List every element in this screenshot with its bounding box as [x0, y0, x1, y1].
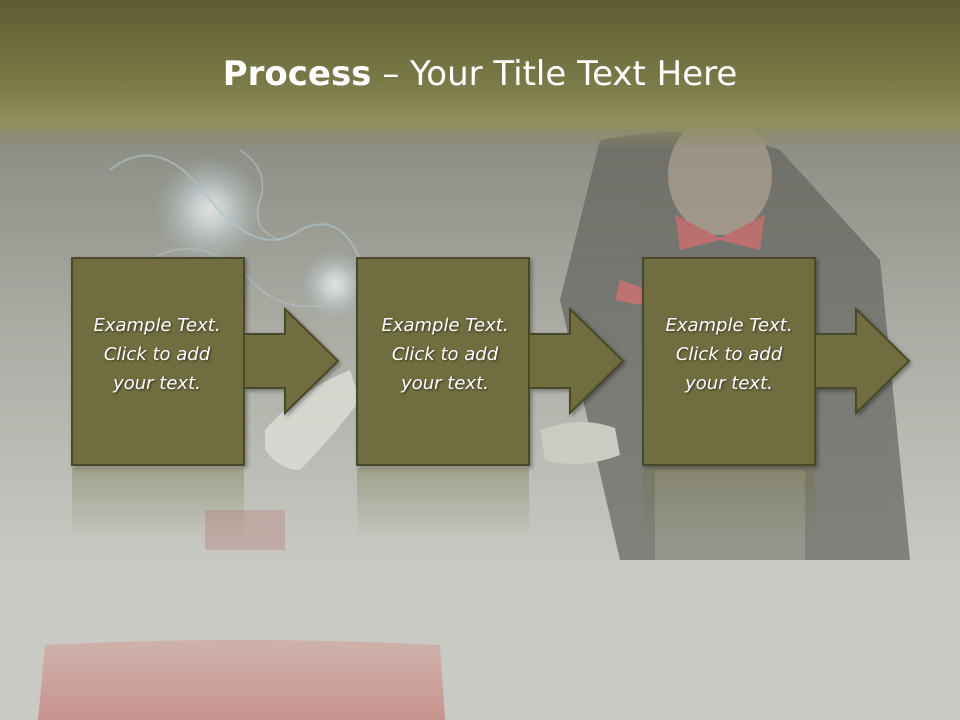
step-text-line: Click to add [391, 344, 499, 365]
step-text-line: Click to add [103, 344, 211, 365]
step-text-line: Click to add [675, 344, 783, 365]
glove [265, 370, 360, 470]
step-arrow [243, 306, 340, 416]
step-reflection [357, 468, 529, 538]
step-2-text[interactable]: Example Text. Click to add your text. [360, 311, 530, 398]
step-box [356, 257, 530, 466]
step-1-text[interactable]: Example Text. Click to add your text. [72, 311, 242, 398]
table-cloth [38, 640, 445, 720]
step-text-line: Example Text. [381, 315, 509, 336]
step-text-line: Example Text. [665, 315, 793, 336]
step-box [642, 257, 816, 466]
title-bold: Process [222, 54, 372, 94]
step-3-text[interactable]: Example Text. Click to add your text. [644, 311, 814, 398]
step-reflection [643, 468, 815, 538]
slide-title[interactable]: Process – Your Title Text Here [0, 52, 960, 96]
step-reflection [72, 468, 244, 538]
process-step-2[interactable] [356, 257, 625, 466]
step-text-line: your text. [401, 373, 489, 394]
step-text-line: your text. [685, 373, 773, 394]
step-text-line: your text. [113, 373, 201, 394]
process-step-1[interactable] [71, 257, 340, 466]
process-step-3[interactable] [642, 257, 911, 466]
title-band [0, 0, 960, 150]
step-box [71, 257, 245, 466]
title-rest: – Your Title Text Here [371, 54, 738, 94]
step-arrow [814, 306, 911, 416]
step-arrow [528, 306, 625, 416]
step-text-line: Example Text. [93, 315, 221, 336]
